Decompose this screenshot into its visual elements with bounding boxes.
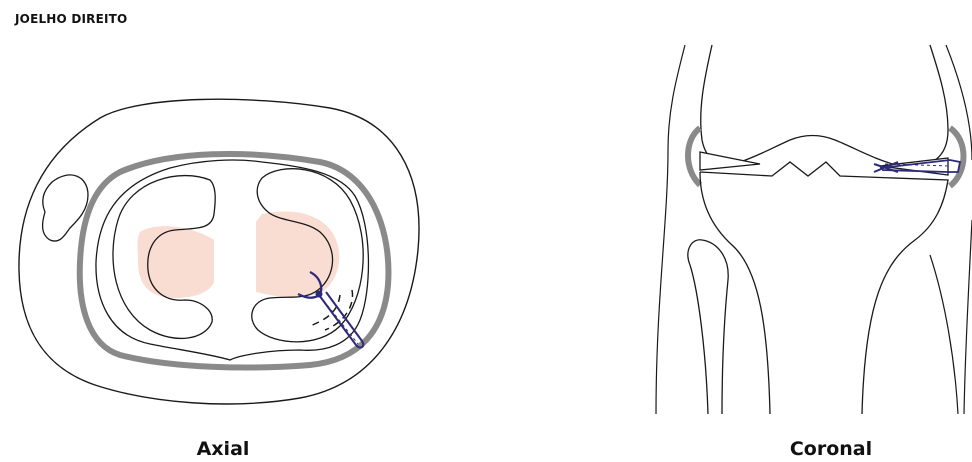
coronal-femur bbox=[701, 45, 948, 167]
caption-axial: Axial bbox=[143, 438, 303, 460]
caption-coronal: Coronal bbox=[751, 438, 911, 460]
coronal-fibula bbox=[688, 240, 728, 414]
coronal-tibia bbox=[700, 162, 948, 414]
coronal-capsule-left bbox=[688, 128, 700, 185]
coronal-meniscus-left bbox=[700, 152, 760, 170]
coronal-skin-right-lower bbox=[964, 220, 972, 414]
coronal-capsule-right bbox=[950, 128, 964, 186]
coronal-fibula-inner bbox=[690, 265, 708, 414]
coronal-skin-left bbox=[656, 45, 685, 414]
coronal-shaft-right bbox=[930, 255, 958, 414]
coronal-tibia-medial-shaft bbox=[700, 172, 770, 414]
